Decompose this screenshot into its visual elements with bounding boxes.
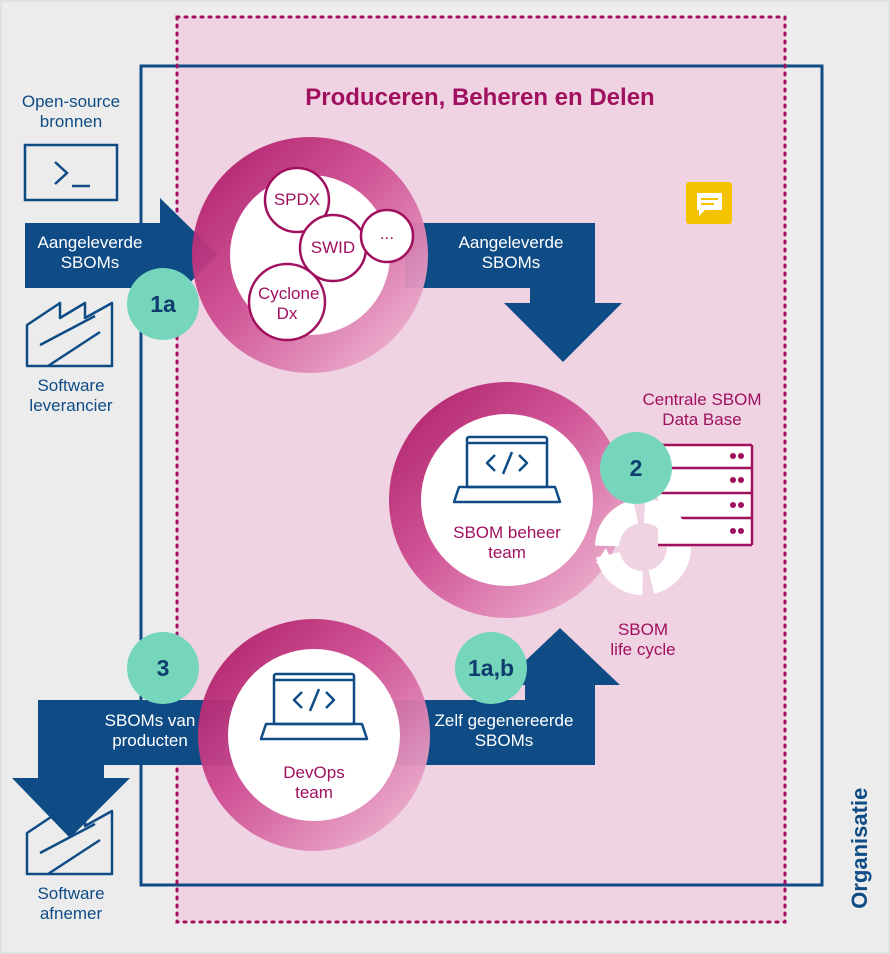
beheer-team-line1: SBOM beheer <box>453 523 561 542</box>
arrow-out-right-line2: SBOMs <box>474 731 534 751</box>
format-spdx: SPDX <box>273 190 321 209</box>
lifecycle-label: SBOM life cycle <box>588 620 698 661</box>
beheer-team-line2: team <box>488 543 526 563</box>
badge-1a: 1a <box>127 268 199 340</box>
arrow-out-left-label: SBOMs van producten <box>82 711 218 752</box>
arrow-out-right-label: Zelf gegenereerde SBOMs <box>414 711 594 752</box>
arrow-out-right <box>405 628 620 765</box>
arrow-in-left-label: Aangeleverde SBOMs <box>22 233 158 274</box>
format-cyclonedx-text: Cyclone Dx <box>258 284 320 324</box>
open-source-line2: bronnen <box>39 112 103 132</box>
database-line2: Data Base <box>662 410 742 430</box>
leverancier-line2: leverancier <box>29 396 113 416</box>
afnemer-label: Software afnemer <box>0 884 142 925</box>
arrow-in-right <box>405 223 622 362</box>
afnemer-line2: afnemer <box>39 904 103 924</box>
format-more: ... <box>379 224 395 243</box>
devops-core <box>228 649 400 821</box>
badge-2: 2 <box>600 432 672 504</box>
arrow-in-right-line1: Aangeleverde <box>458 233 564 252</box>
arrow-in-left-line1: Aangeleverde <box>37 233 143 252</box>
format-bubble-more <box>359 208 415 264</box>
cycle-icon <box>595 499 691 595</box>
diagram-title: Produceren, Beheren en Delen <box>305 84 655 111</box>
format-bubble-spdx <box>263 166 331 234</box>
format-swid: SWID <box>310 238 356 257</box>
arrow-in-right-line2: SBOMs <box>481 253 541 273</box>
arrow-in-left-line2: SBOMs <box>60 253 120 273</box>
arrow-out-left-line2: producten <box>112 731 188 751</box>
database-line1: Centrale SBOM <box>642 390 762 409</box>
organisatie-label: Organisatie <box>846 787 872 909</box>
beheer-core <box>421 414 593 586</box>
arrow-out-left-line1: SBOMs van <box>104 711 196 730</box>
afnemer-line1: Software <box>37 884 105 903</box>
comment-icon[interactable] <box>686 182 732 224</box>
pink-area-border <box>175 15 787 924</box>
open-source-label: Open-source bronnen <box>0 92 142 133</box>
badge-1ab: 1a,b <box>455 632 527 704</box>
arrow-out-right-line1: Zelf gegenereerde <box>434 711 574 730</box>
leverancier-line1: Software <box>37 376 105 395</box>
factory-icon-afnemer <box>25 809 114 876</box>
open-source-line1: Open-source <box>21 92 121 111</box>
lifecycle-line2: life cycle <box>610 640 676 660</box>
devops-team-label: DevOps team <box>239 763 389 804</box>
organisation-box <box>139 64 824 887</box>
laptop-code-icon-devops <box>259 672 369 741</box>
beheer-team-label: SBOM beheer team <box>432 523 582 564</box>
database-label: Centrale SBOM Data Base <box>622 390 782 431</box>
leverancier-label: Software leverancier <box>0 376 142 417</box>
lifecycle-line1: SBOM <box>617 620 669 639</box>
devops-team-line1: DevOps <box>283 763 345 782</box>
terminal-icon <box>23 143 119 202</box>
format-cyclonedx: Cyclone Dx <box>249 284 325 325</box>
devops-team-line2: team <box>295 783 333 803</box>
format-bubble-cyclonedx <box>247 262 327 342</box>
arrow-in-right-label: Aangeleverde SBOMs <box>436 233 586 274</box>
factory-icon-leverancier <box>25 301 114 368</box>
laptop-code-icon-beheer <box>452 435 562 504</box>
badge-3: 3 <box>127 632 199 704</box>
